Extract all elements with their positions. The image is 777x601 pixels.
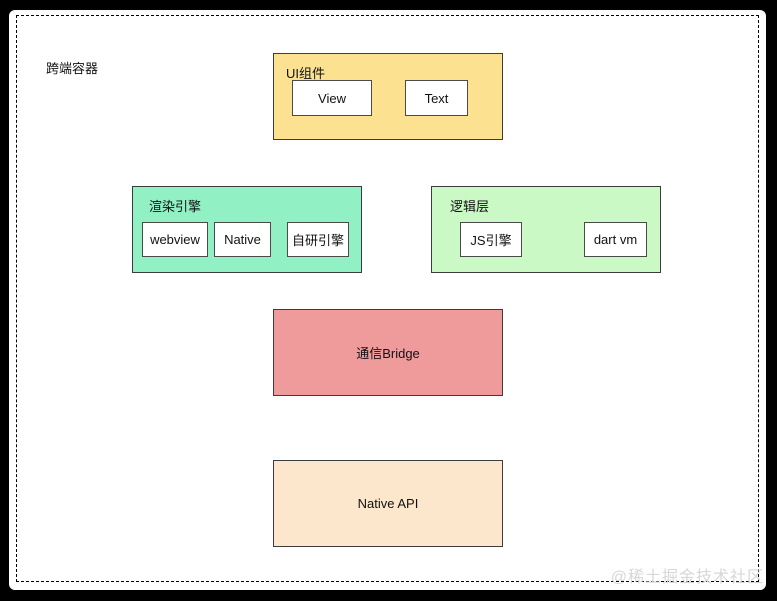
container-boundary	[16, 15, 759, 582]
group-ui-components: UI组件 View Text	[273, 53, 503, 140]
group-logic-layer: 逻辑层 JS引擎 dart vm	[431, 186, 661, 273]
node-js-engine: JS引擎	[460, 222, 522, 257]
node-self-developed-engine: 自研引擎	[287, 222, 349, 257]
node-text: Text	[405, 80, 468, 116]
page-background: 跨端容器 UI组件 View Text 渲染引擎 webview Native …	[9, 10, 766, 590]
block-native-api-label: Native API	[357, 496, 419, 511]
block-native-api: Native API	[273, 460, 503, 547]
node-native-render: Native	[214, 222, 271, 257]
group-render-engine-label: 渲染引擎	[149, 199, 202, 214]
group-render-engine: 渲染引擎 webview Native 自研引擎	[132, 186, 362, 273]
node-dart-vm: dart vm	[584, 222, 647, 257]
block-communication-bridge: 通信Bridge	[273, 309, 503, 396]
group-logic-layer-label: 逻辑层	[450, 199, 490, 214]
node-view: View	[292, 80, 372, 116]
node-webview: webview	[142, 222, 208, 257]
container-label: 跨端容器	[46, 61, 99, 76]
watermark: @稀土掘金技术社区	[610, 569, 764, 586]
group-ui-components-label: UI组件	[286, 66, 326, 81]
block-communication-bridge-label: 通信Bridge	[356, 346, 420, 361]
